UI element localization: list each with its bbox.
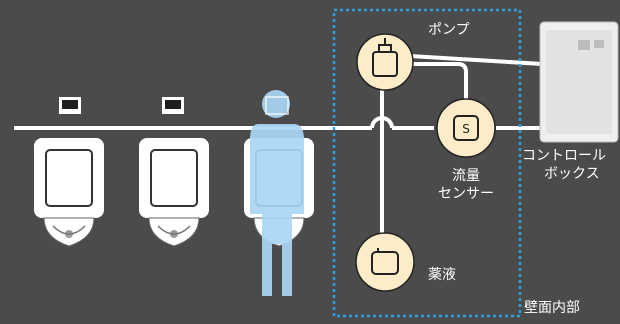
pump-node (356, 33, 414, 91)
pump-sensor-pipe (410, 62, 468, 100)
person-figure (250, 90, 304, 296)
chemical-node (355, 232, 415, 292)
tank-icon (371, 251, 399, 275)
urinal-sensor-1 (59, 97, 81, 114)
wall-interior-border (332, 8, 522, 318)
urinal-1 (34, 138, 104, 247)
person-sensor-pad (265, 96, 289, 115)
urinal-2 (139, 138, 209, 247)
control-box (539, 21, 619, 143)
flow-sensor-label-line2: センサー (438, 186, 494, 202)
control-box-label-line1: コントロール (522, 148, 606, 164)
flow-sensor-symbol: S (462, 122, 470, 136)
chemical-label: 薬液 (428, 267, 456, 283)
pump-control-pipe (409, 54, 543, 66)
flow-sensor-label-line1: 流量 (452, 168, 480, 184)
sensor-icon (453, 115, 479, 141)
urinal-sensor-2 (162, 97, 184, 114)
wall-interior-label: 壁面内部 (524, 300, 580, 316)
main-pipe (14, 116, 542, 130)
control-box-label-line2: ボックス (544, 166, 600, 182)
flow-sensor-node: S (436, 98, 496, 158)
pump-label: ポンプ (428, 22, 470, 38)
